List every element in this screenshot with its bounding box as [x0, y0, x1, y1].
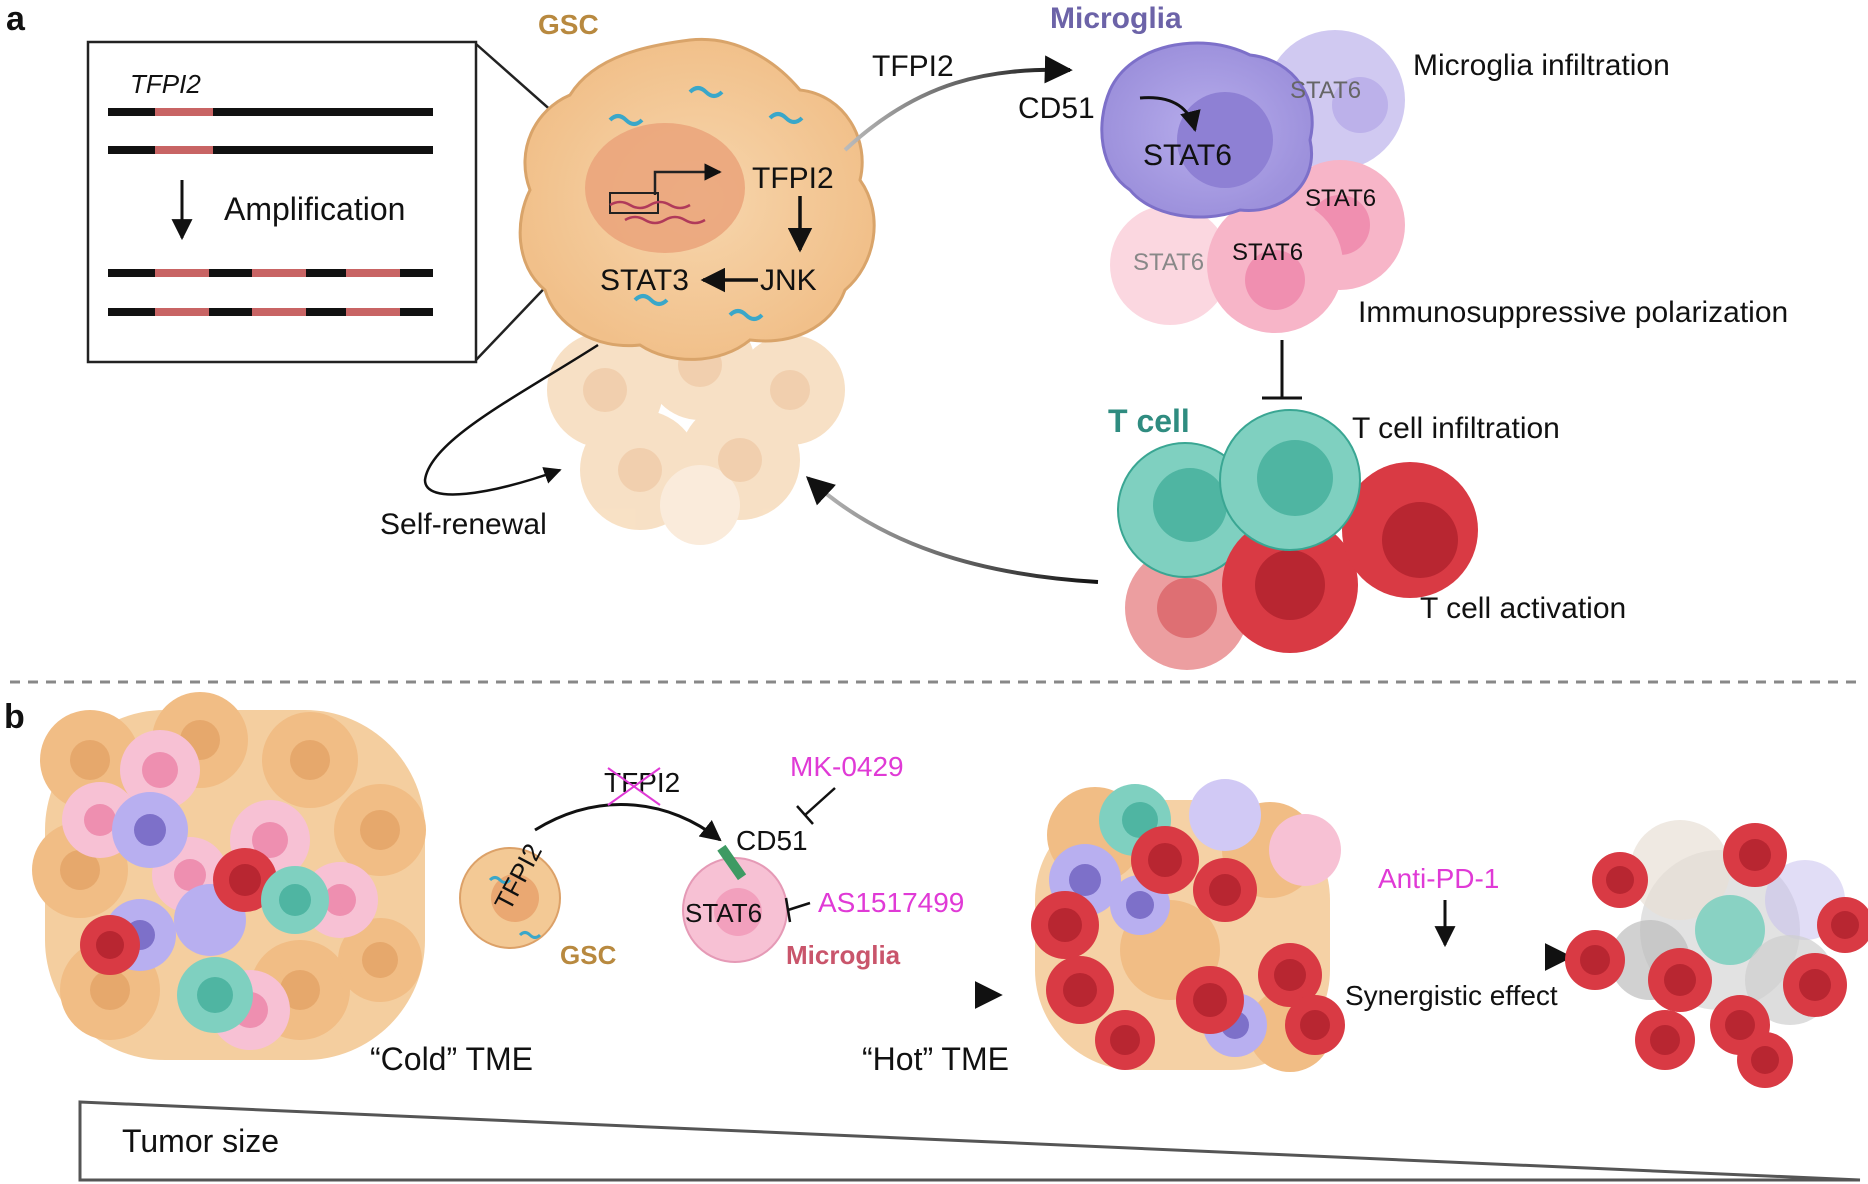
gsc-small-label: GSC — [560, 940, 617, 970]
cd51-b-label: CD51 — [736, 825, 808, 856]
tcell-kill-arrow — [805, 476, 1099, 584]
gsc-cell — [518, 37, 876, 361]
tfpi2-blocked-arrow — [534, 803, 722, 842]
cold-tme-cluster — [32, 692, 426, 1060]
stat6-b-label: STAT6 — [685, 898, 762, 928]
gene-label: TFPI2 — [130, 69, 201, 99]
stat6-label-2: STAT6 — [1290, 77, 1361, 104]
gsc-label: GSC — [538, 9, 599, 40]
small-gsc-cell — [459, 847, 561, 949]
microglia-b-label: Microglia — [786, 940, 901, 970]
knockout-cross-2 — [607, 767, 661, 806]
tumor-size-label: Tumor size — [122, 1123, 279, 1159]
synergistic-label: Synergistic effect — [1345, 980, 1558, 1011]
tcell-cluster — [1117, 409, 1478, 670]
hot-tme-label: “Hot” TME — [862, 1041, 1009, 1077]
tcell-label: T cell — [1108, 403, 1190, 439]
stat6-label-5: STAT6 — [1133, 249, 1204, 276]
jnk-label: JNK — [760, 264, 817, 297]
tcell-infiltration-label: T cell infiltration — [1352, 412, 1560, 445]
anti-pd1-label: Anti-PD-1 — [1378, 863, 1499, 894]
stat6-label-4: STAT6 — [1232, 239, 1303, 266]
stat6-main-label: STAT6 — [1143, 139, 1232, 172]
amplification-text: Amplification — [224, 191, 405, 227]
immunosuppressive-label: Immunosuppressive polarization — [1358, 296, 1788, 329]
drug2-label: AS1517499 — [818, 887, 964, 918]
drug2-inhibit-bar — [784, 897, 792, 923]
self-renewal-label: Self-renewal — [380, 508, 547, 541]
drug1-inhibit-line — [804, 787, 836, 816]
drug1-inhibit-bar — [796, 805, 814, 825]
drug1-label: MK-0429 — [790, 751, 904, 782]
drug2-inhibit-line — [787, 901, 811, 912]
tfpi2-inside: TFPI2 — [752, 162, 834, 195]
panel-a-label: a — [6, 0, 26, 38]
secretion-arrow — [843, 55, 1073, 152]
secreted-tfpi2-label: TFPI2 — [872, 50, 954, 83]
microglia-infiltration-label: Microglia infiltration — [1413, 49, 1670, 82]
tcell-activation-label: T cell activation — [1420, 592, 1626, 625]
stat6-label-3: STAT6 — [1305, 185, 1376, 212]
cold-tme-label: “Cold” TME — [370, 1041, 533, 1077]
stat3-label: STAT3 — [600, 264, 689, 297]
cd51-to-stat6-arrow — [1139, 96, 1201, 133]
amplification-inset: TFPI2 Amplification — [86, 40, 478, 364]
self-renewal-arrow — [423, 343, 599, 496]
microglia-label: Microglia — [1050, 2, 1182, 35]
panel-b-label: b — [4, 698, 25, 736]
small-microglia-cell — [682, 844, 788, 963]
microglia-cluster — [1100, 30, 1405, 333]
gsc-nucleus — [585, 123, 745, 253]
cd51-label: CD51 — [1018, 92, 1095, 125]
tumor-size-wedge — [78, 1100, 1861, 1182]
treated-tumor-cluster — [1565, 820, 1868, 1088]
hot-tme-cluster — [1031, 779, 1345, 1072]
